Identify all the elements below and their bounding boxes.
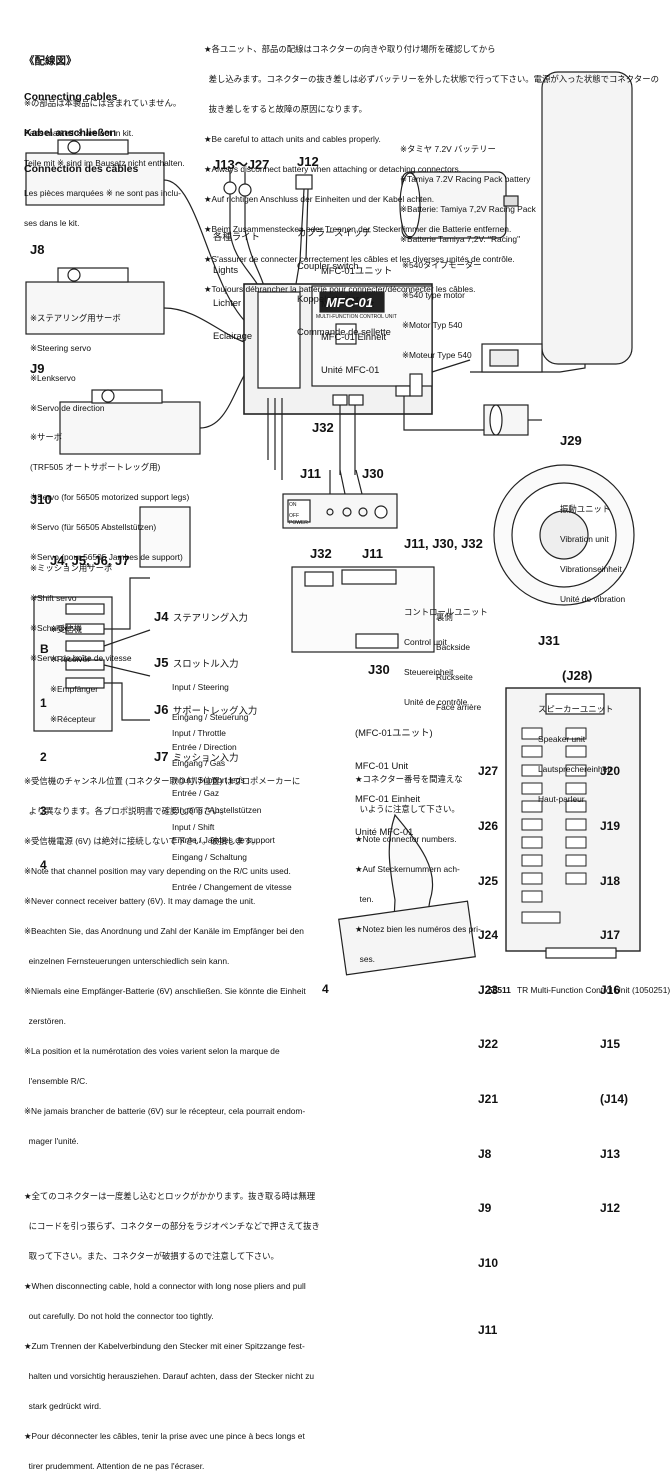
control-on: ON: [289, 502, 297, 508]
control-j30: J30: [362, 466, 384, 481]
title-de: Kabel anschließen: [24, 127, 117, 139]
detail-note: ★コネクター番号を間違えな いように注意して下さい。 ★Note connect…: [355, 774, 481, 964]
section-title: 《配線図》 Connecting cables Kabel anschließe…: [24, 31, 138, 187]
control-j11: J11: [300, 466, 321, 481]
battery-label: ※タミヤ 7.2V バッテリー ※Tamiya 7.2V Racing Pack…: [400, 144, 536, 244]
backside-j30: J30: [368, 662, 390, 677]
input-j5: J5 スロットル入力 Input / Throttle Eingang / Ga…: [154, 655, 239, 798]
steering-servo-label: J8 ※ステアリング用サーボ ※Steering servo ※Lenkserv…: [30, 242, 121, 413]
input-j4: J4 ステアリング入力 Input / Steering Eingang / S…: [154, 609, 249, 752]
lights-label: J13～J27 各種ライト Lights Lichter Eclairage: [213, 157, 270, 341]
coupler-switch-label: J12 カプラースイッチ Coupler switch Koppelschalt…: [297, 154, 391, 337]
detail-j28: (J28): [562, 668, 593, 683]
receiver-label: J4, J5, J6, J7 ※受信機 ※Receiver ※Empfänger…: [50, 553, 130, 724]
control-unit-label: J11, J30, J32 コントロールユニット Control unit St…: [404, 536, 488, 707]
footer-title: TR Multi-Function Control Unit (1050251): [517, 985, 670, 995]
receiver-channels: B 1 2 3 4: [40, 642, 49, 872]
input-j6: J6 サポートレッグ入力 Input / Support legs Eingan…: [154, 702, 275, 845]
mfc-logo: MFC-01: [326, 295, 373, 310]
input-j7: J7 ミッション入力 Input / Shift Eingang / Schal…: [154, 749, 292, 892]
title-en: Connecting cables: [24, 91, 118, 103]
backside-j11: J11: [362, 546, 383, 561]
battery-pack: [541, 71, 633, 365]
title-jp: 《配線図》: [24, 55, 77, 67]
light-bulb-icon: [223, 181, 237, 195]
detail-right-codes: J20 J19 J18 J17 J16 J15 (J14) J13 J12: [600, 764, 629, 1216]
vibration-label: J29 振動ユニット Vibration unit Vibrationseinh…: [560, 433, 626, 604]
page-number: 4: [322, 982, 329, 996]
bottom-notes: ※受信機のチャンネル位置 (コネクター取り付け位置) はプロポメーカーに より異…: [24, 776, 320, 1471]
backside-label: 裏側 Backside Rückseite Face arrière: [436, 612, 482, 712]
footer-code: 56511: [488, 985, 511, 995]
wiring-diagram: [25, 71, 641, 976]
support-servo-label: J9 ※サーボ (TRF505 オートサポートレッグ用) ※Servo (for…: [30, 361, 190, 562]
top-warnings: ★各ユニット、部品の配線はコネクターの向きや取り付け場所を確認してから 差し込み…: [204, 44, 659, 294]
mfc-unit-label: MFC-01ユニット MFC-01 Unit MFC-01 Einheit Un…: [321, 265, 393, 375]
kit-note: ※の部品は本製品には含まれていません。 Parts marked ※ are n…: [24, 98, 185, 228]
title-fr: Connection des câbles: [24, 163, 139, 175]
light-bulb-icon: [238, 183, 252, 197]
control-power: POWER: [289, 520, 308, 526]
speaker-label: J31 スピーカーユニット Speaker unit Lautsprechere…: [538, 633, 614, 804]
control-off: OFF: [289, 513, 299, 519]
receiver-icon: [139, 506, 191, 568]
detail-title: (MFC-01ユニット) MFC-01 Unit MFC-01 Einheit …: [355, 727, 433, 837]
control-j32: J32: [312, 420, 334, 435]
shift-servo: [59, 401, 201, 455]
backside-j32: J32: [310, 546, 332, 561]
detail-left-codes: J27 J26 J25 J24 J23 J22 J21 J8 J9 J10 J1…: [478, 764, 499, 1337]
shift-servo-label: J10 ※ミッション用サーボ ※Shift servo ※Schaltservo…: [30, 492, 132, 663]
mfc-logo-sub: MULTI-FUNCTION CONTROL UNIT: [316, 314, 397, 320]
motor-label: ※540タイプモーター ※540 type motor ※Motor Typ 5…: [402, 260, 482, 360]
support-leg-servo: [25, 281, 165, 335]
